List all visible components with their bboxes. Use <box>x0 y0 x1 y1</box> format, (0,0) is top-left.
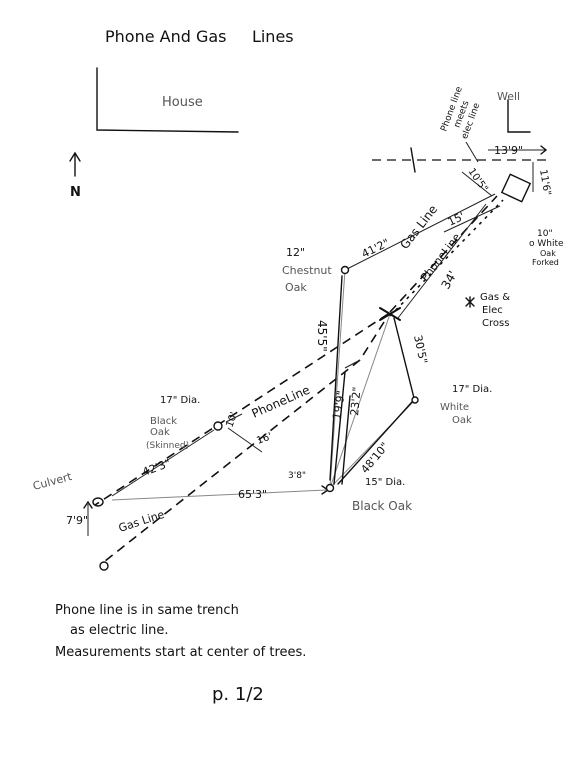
north-arrow-icon <box>69 151 81 177</box>
white-oak-10-name: o White <box>529 239 564 249</box>
white-oak-10-size: 10" <box>537 229 553 239</box>
dim-19-9 <box>333 371 346 485</box>
measure-13-9: 13'9" <box>494 144 523 157</box>
measure-45-5: 45'5" <box>315 320 329 352</box>
black-oak-17-size: 17" Dia. <box>160 395 200 406</box>
dim-15 <box>443 205 501 233</box>
page-number: p. 1/2 <box>212 684 264 705</box>
dim-30-5 <box>393 317 415 399</box>
measure-34: 34' <box>438 268 459 291</box>
gas-line-connector <box>359 321 385 361</box>
black-oak-15-tree <box>325 483 335 493</box>
measure-3-8: 3'8" <box>288 471 306 481</box>
culvert-label: Culvert <box>31 470 73 493</box>
measure-30-5: 30'5" <box>411 334 430 365</box>
measure-10-5: 10'5" <box>466 166 490 194</box>
measure-11-6: 11'6" <box>537 169 552 197</box>
dim-41-2 <box>344 193 496 271</box>
white-oak-10-species: Oak <box>540 249 556 258</box>
gas-line-to-meter <box>389 195 498 313</box>
culvert-end-lower <box>99 561 109 571</box>
measure-16: 16' <box>255 431 273 447</box>
north-label: N <box>70 185 81 200</box>
house-outline <box>96 67 239 133</box>
dim-65-3 <box>111 489 327 501</box>
meet-pointer <box>465 141 479 163</box>
house-label: House <box>162 95 203 110</box>
chestnut-oak-name: Chestnut <box>282 264 332 277</box>
chestnut-oak-size: 12" <box>286 246 305 259</box>
dim-42-3 <box>111 429 215 497</box>
note-line-2: as electric line. <box>70 623 169 638</box>
dim-16 <box>227 427 263 453</box>
black-oak-17-species: Oak <box>150 427 170 438</box>
meter-box <box>500 173 532 203</box>
dim-48-10 <box>337 401 413 485</box>
phone-line-to-meter <box>389 199 504 317</box>
dim-45-5 <box>329 275 343 481</box>
white-oak-17-species: Oak <box>452 415 472 426</box>
well-label: Well <box>497 90 520 103</box>
measure-48-10: 48'10" <box>358 440 391 476</box>
black-oak-17-name: Black <box>150 416 177 427</box>
cross-label-2: Elec <box>482 305 503 316</box>
measure-65-3: 65'3" <box>238 488 267 501</box>
black-oak-15-name: Black Oak <box>352 499 412 513</box>
dim-23-2 <box>341 395 351 485</box>
cross-label-3: Cross <box>482 318 509 329</box>
diagram-title: Phone And Gas Lines <box>105 27 294 46</box>
black-oak-17-note: (Skinned) <box>146 441 189 451</box>
chestnut-oak-species: Oak <box>285 281 307 294</box>
arrowhead <box>83 500 93 509</box>
well-outline <box>507 99 531 133</box>
asterisk-icon <box>465 296 475 308</box>
measure-19-9: 19'9" <box>330 390 348 421</box>
white-oak-17-tree <box>411 396 419 404</box>
measure-7-9: 7'9" <box>66 514 88 527</box>
dim-10 <box>225 413 243 423</box>
arrowhead <box>540 145 548 155</box>
dim-34 <box>397 203 487 319</box>
line-bend <box>344 359 361 369</box>
white-oak-17-size: 17" Dia. <box>452 384 492 395</box>
note-line-3: Measurements start at center of trees. <box>55 645 306 660</box>
white-oak-17-name: White <box>440 402 469 413</box>
black-oak-15-size: 15" Dia. <box>365 477 405 488</box>
ref-line-cross <box>329 313 391 489</box>
measure-41-2: 41'2" <box>360 236 392 260</box>
cross-point-icon <box>379 307 401 321</box>
measure-42-3: 42'3" <box>141 457 173 479</box>
meet-label: Phone line meets elec line <box>439 85 482 141</box>
gas-line-main <box>99 359 361 566</box>
measure-15: 15' <box>446 210 467 229</box>
note-line-1: Phone line is in same trench <box>55 603 239 618</box>
phone-line-label-lower: PhoneLine <box>250 383 313 421</box>
reference-tick <box>410 147 416 173</box>
gas-line-label-lower: Gas Line <box>117 508 166 535</box>
dim-10-5 <box>461 171 493 197</box>
chestnut-oak-tree <box>340 265 350 275</box>
white-oak-10-note: Forked <box>532 258 559 267</box>
ref-line-chestnut <box>329 269 346 489</box>
black-oak-17-tree <box>213 421 223 431</box>
phone-line-main <box>94 313 389 506</box>
measure-23-2: 23'2" <box>348 386 363 416</box>
cross-label-1: Gas & <box>480 292 510 303</box>
culvert-end-upper <box>92 497 104 507</box>
measure-10: 10' <box>224 411 240 429</box>
gas-line-label-upper: Gas Line <box>397 202 440 251</box>
